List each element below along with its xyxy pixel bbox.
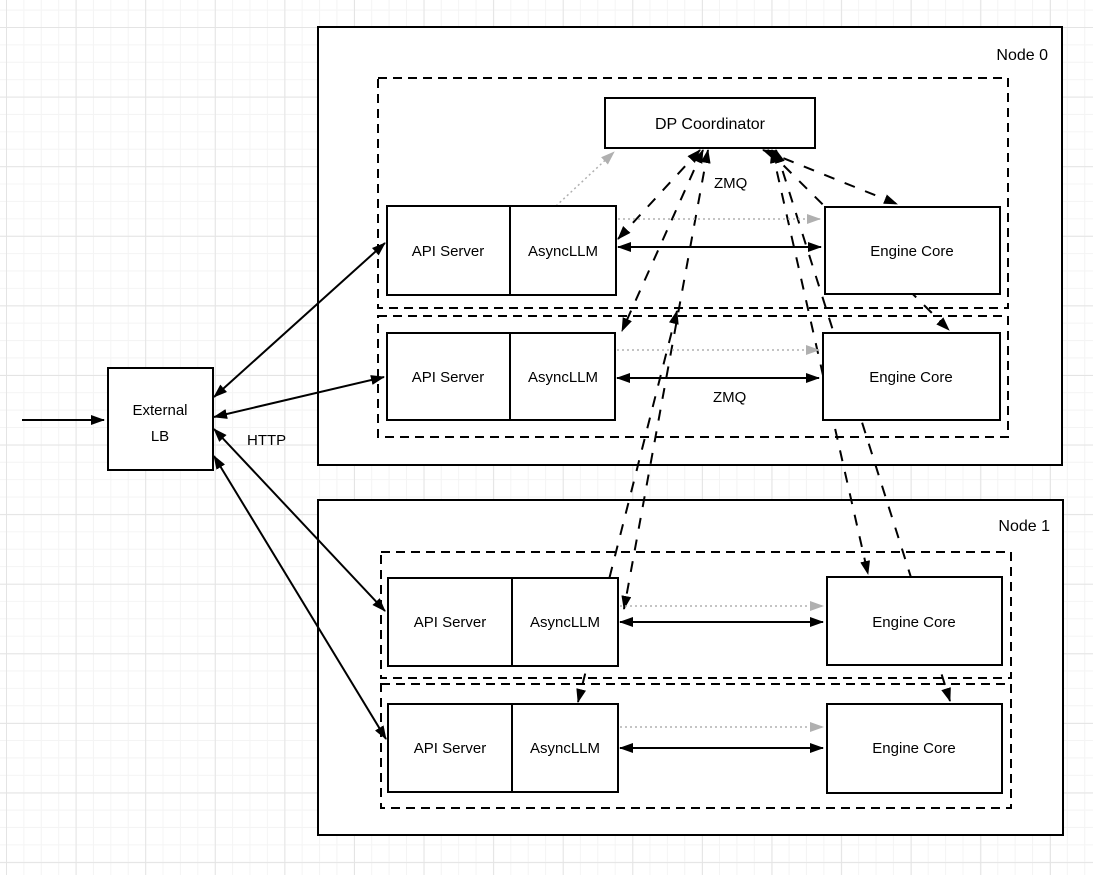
api-asyncllm-box-0 [386, 205, 617, 296]
engine-core-label-2: Engine Core [872, 614, 955, 631]
replica-0-boxes [386, 205, 1001, 296]
external-lb-label-line2: LB [151, 428, 169, 445]
replica-2-labels: API Server AsyncLLM Engine Core [414, 614, 956, 631]
replica-0-labels: API Server AsyncLLM Engine Core [412, 243, 954, 260]
api-asyncllm-box-2 [387, 577, 619, 667]
api-asyncllm-box-1 [386, 332, 616, 421]
engine-core-label-3: Engine Core [872, 740, 955, 757]
engine-core-box-3 [826, 703, 1003, 794]
external-lb-box [107, 367, 214, 471]
arrow-lb-api-3 [213, 455, 387, 740]
node1-label: Node 1 [998, 518, 1050, 535]
replica-1-boxes [386, 332, 1001, 421]
arrow-coordinator-engine-3 [775, 149, 951, 702]
engine-core-box-1 [822, 332, 1001, 421]
engine-core-box-2 [826, 576, 1003, 666]
engine-core-label-0: Engine Core [870, 243, 953, 260]
async-engine-arrows [616, 214, 824, 753]
arrow-lb-api-0 [213, 242, 386, 398]
asyncllm-label-1: AsyncLLM [528, 369, 598, 386]
replica-2-boxes [387, 576, 1003, 667]
node0-label: Node 0 [996, 47, 1048, 64]
api-server-label-2: API Server [414, 614, 487, 631]
arrow-async-coordinator-dotted [555, 151, 615, 207]
engine-core-label-1: Engine Core [869, 369, 952, 386]
dp-coordinator-box [604, 97, 816, 149]
api-asyncllm-box-3 [387, 703, 619, 793]
lb-arrows [22, 242, 387, 740]
replica-3-labels: API Server AsyncLLM Engine Core [414, 740, 956, 757]
zmq-label-row2: ZMQ [713, 389, 746, 406]
api-server-label-3: API Server [414, 740, 487, 757]
api-server-label-1: API Server [412, 369, 485, 386]
replica-3-boxes [387, 703, 1003, 794]
http-label: HTTP [247, 432, 286, 449]
asyncllm-label-0: AsyncLLM [528, 243, 598, 260]
coordinator-engine-arrows [762, 149, 951, 702]
zmq-label-coordinator: ZMQ [714, 175, 747, 192]
dp-coordinator-label: DP Coordinator [655, 116, 766, 133]
engine-core-box-0 [824, 206, 1001, 295]
asyncllm-label-2: AsyncLLM [530, 614, 600, 631]
external-lb-label-line1: External [132, 402, 187, 419]
asyncllm-label-3: AsyncLLM [530, 740, 600, 757]
replica-1-labels: API Server AsyncLLM Engine Core [412, 369, 953, 386]
arrow-lb-api-1 [213, 375, 385, 419]
replica-group-3 [380, 683, 1012, 809]
api-server-label-0: API Server [412, 243, 485, 260]
